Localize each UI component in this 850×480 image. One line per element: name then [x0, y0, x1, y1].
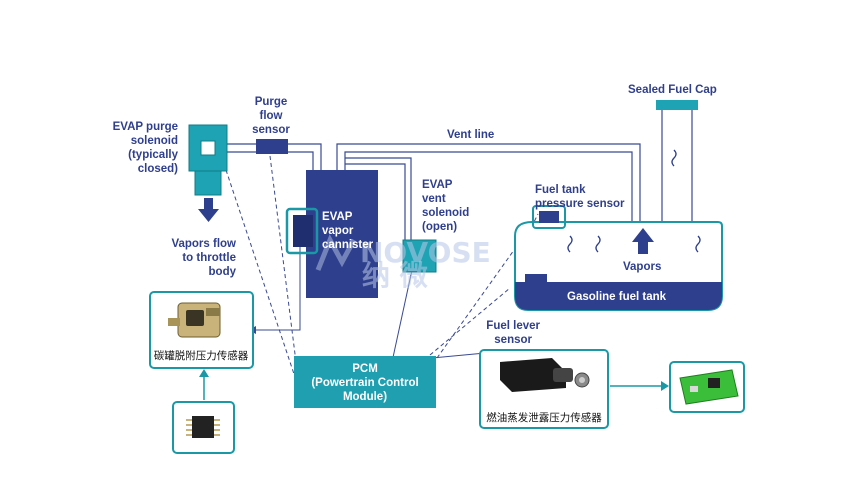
label-vapors-flow: Vapors flow to throttle body — [171, 238, 236, 278]
watermark: NOVOSE 纳 微 — [315, 234, 491, 292]
watermark-cn: 纳 微 — [362, 259, 428, 292]
svg-text:solenoid: solenoid — [131, 135, 178, 147]
fuel-tank — [514, 221, 723, 311]
down-arrow-icon — [198, 198, 219, 222]
svg-text:sensor: sensor — [494, 334, 532, 346]
evap-vent-solenoid — [402, 239, 437, 273]
canister-sensor-frame — [285, 207, 319, 255]
label-canister: EVAP vapor cannister — [322, 211, 374, 251]
svg-text:to throttle: to throttle — [182, 252, 236, 264]
signal-dashed-lines — [225, 155, 539, 381]
svg-text:Vapors flow: Vapors flow — [171, 238, 236, 250]
svg-text:Fuel lever: Fuel lever — [486, 320, 540, 332]
label-pcm: PCM (Powertrain Control Module) — [311, 363, 418, 403]
pcb-arrowhead — [661, 381, 669, 391]
tank-pressure-sensor — [539, 211, 559, 223]
svg-text:EVAP: EVAP — [322, 211, 353, 223]
label-vent-line: Vent line — [447, 129, 494, 141]
label-fuel-level-sensor: Fuel lever sensor — [486, 320, 540, 346]
wavy-vapor-icon — [567, 149, 701, 253]
svg-text:PCM: PCM — [352, 363, 378, 375]
svg-text:body: body — [209, 266, 237, 278]
svg-text:Module): Module) — [343, 391, 387, 403]
label-carbon-sensor-cn: 碳罐脱附压力传感器 — [154, 349, 249, 362]
chip-product-photo — [186, 416, 220, 438]
svg-text:pressure sensor: pressure sensor — [535, 198, 625, 210]
label-sealed-cap: Sealed Fuel Cap — [628, 84, 717, 96]
pcb-module-photo — [679, 369, 739, 405]
pcm-box — [294, 356, 436, 408]
svg-text:Fuel tank: Fuel tank — [535, 184, 586, 196]
svg-text:EVAP purge: EVAP purge — [113, 121, 178, 133]
label-purge-sensor: Purge flow sensor — [252, 96, 290, 136]
up-arrow-icon — [632, 228, 654, 254]
label-purge-solenoid: EVAP purge solenoid (typically closed) — [113, 121, 179, 175]
pipes — [226, 108, 693, 240]
svg-text:Purge: Purge — [255, 96, 288, 108]
evap-sensor-photo — [500, 358, 590, 392]
watermark-latin: NOVOSE — [360, 236, 491, 269]
svg-text:closed): closed) — [138, 163, 178, 175]
svg-text:cannister: cannister — [322, 239, 374, 251]
evap-purge-solenoid — [188, 124, 228, 196]
chip-arrowhead — [199, 369, 209, 377]
sensor-product-photo — [168, 302, 221, 338]
fuel-level-sensor — [525, 274, 547, 285]
label-gasoline-tank: Gasoline fuel tank — [567, 291, 667, 303]
svg-text:solenoid: solenoid — [422, 207, 469, 219]
label-vapors: Vapors — [623, 261, 661, 273]
label-vent-solenoid: EVAP vent solenoid (open) — [422, 179, 469, 233]
svg-text:vapor: vapor — [322, 225, 354, 237]
canister-sensor — [293, 215, 313, 247]
svg-text:vent: vent — [422, 193, 446, 205]
label-evap-sensor-cn: 燃油蒸发泄露压力传感器 — [486, 411, 602, 424]
svg-text:sensor: sensor — [252, 124, 290, 136]
sealed-fuel-cap — [656, 100, 698, 110]
svg-text:flow: flow — [260, 110, 283, 122]
svg-text:(Powertrain Control: (Powertrain Control — [311, 377, 418, 389]
svg-text:(typically: (typically — [128, 149, 178, 161]
label-tank-pressure-sensor: Fuel tank pressure sensor — [535, 184, 625, 210]
svg-text:EVAP: EVAP — [422, 179, 453, 191]
svg-text:(open): (open) — [422, 221, 457, 233]
purge-flow-sensor — [256, 139, 288, 154]
tank-pressure-sensor-frame — [532, 205, 566, 229]
